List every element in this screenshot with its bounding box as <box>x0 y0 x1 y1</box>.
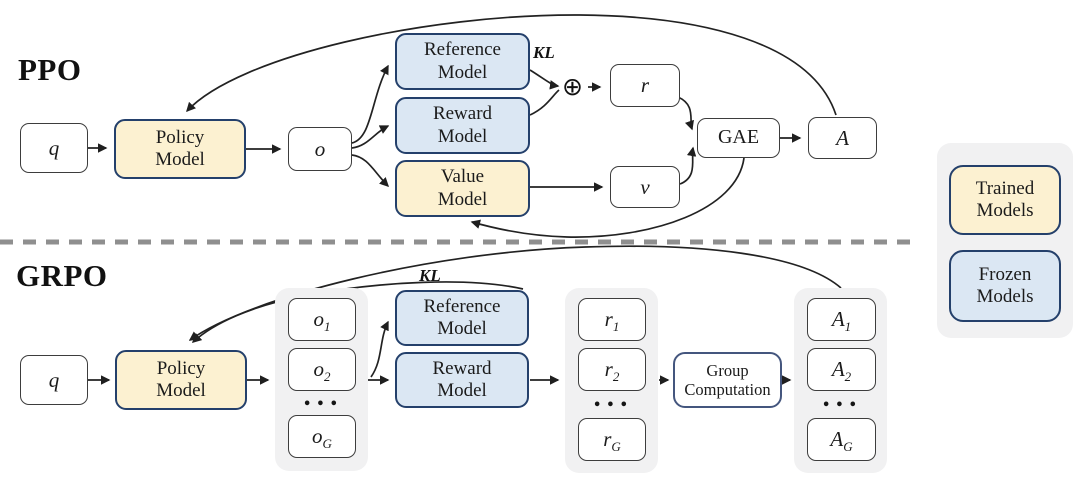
grpo-node-o1: o1 <box>288 298 356 341</box>
grpo-node-r1-label: r1 <box>604 307 620 335</box>
ppo-node-value-model-label: Value Model <box>437 166 488 210</box>
ppo-node-value-model: Value Model <box>395 160 530 217</box>
ppo-node-reference-model: Reference Model <box>395 33 530 90</box>
grpo-node-oG-label: oG <box>312 424 332 452</box>
grpo-node-r2: r2 <box>578 348 646 391</box>
grpo-arrow-ogroup-reference <box>370 320 389 378</box>
ppo-node-policy-model-label: Policy Model <box>155 126 205 170</box>
grpo-arc-agroup-policy <box>188 245 842 341</box>
grpo-node-rG: rG <box>578 418 646 461</box>
ppo-arrow-o-value <box>351 154 390 188</box>
grpo-node-oG: oG <box>288 415 356 458</box>
grpo-o-group-ellipsis: ••• <box>303 397 343 412</box>
ppo-node-reference-model-label: Reference Model <box>424 39 501 83</box>
ppo-node-o: o <box>288 127 352 171</box>
grpo-node-AG: AG <box>807 418 876 461</box>
ppo-node-reward-model-label: Reward Model <box>432 103 493 147</box>
ppo-arc-a-policy <box>186 14 837 116</box>
ppo-node-a-label: A <box>836 125 849 150</box>
grpo-node-o2: o2 <box>288 348 356 391</box>
grpo-node-A2-label: A2 <box>831 357 852 385</box>
ppo-node-gae-label: GAE <box>717 126 760 149</box>
grpo-node-reward-model: Reward Model <box>395 352 529 408</box>
legend-trained-models: Trained Models <box>949 165 1061 235</box>
grpo-node-o1-label: o1 <box>313 307 331 335</box>
grpo-title: GRPO <box>16 258 108 293</box>
ppo-arrow-v-gae <box>679 146 697 185</box>
ppo-node-v-label: v <box>640 174 650 199</box>
grpo-node-r2-label: r2 <box>604 357 620 385</box>
ppo-node-policy-model: Policy Model <box>114 119 246 179</box>
grpo-node-q: q <box>20 355 88 405</box>
grpo-node-A1-label: A1 <box>831 307 852 335</box>
grpo-node-A1: A1 <box>807 298 876 341</box>
grpo-node-q-label: q <box>48 367 60 392</box>
ppo-oplus-icon: ⊕ <box>562 72 583 101</box>
grpo-kl-label: KL <box>419 266 441 285</box>
grpo-a-group-ellipsis: ••• <box>822 398 862 413</box>
grpo-node-reward-model-label: Reward Model <box>432 357 492 401</box>
ppo-node-o-label: o <box>314 136 326 161</box>
ppo-node-v: v <box>610 166 680 208</box>
grpo-r-group-ellipsis: ••• <box>593 398 633 413</box>
ppo-arc-gae-value <box>470 157 745 238</box>
ppo-kl-label: KL <box>533 43 555 62</box>
ppo-arrow-o-reward <box>351 125 390 149</box>
grpo-node-AG-label: AG <box>830 427 853 455</box>
ppo-node-r: r <box>610 64 680 107</box>
legend-frozen-models: Frozen Models <box>949 250 1061 322</box>
ppo-node-a: A <box>808 117 877 159</box>
grpo-node-rG-label: rG <box>603 427 621 455</box>
ppo-arrow-r-gae <box>677 96 694 131</box>
grpo-node-r1: r1 <box>578 298 646 341</box>
ppo-node-gae: GAE <box>697 118 780 158</box>
legend-trained-models-label: Trained Models <box>975 177 1035 221</box>
grpo-node-group-computation: Group Computation <box>673 352 782 408</box>
ppo-arrow-reward-oplus <box>529 89 560 116</box>
grpo-node-policy-model: Policy Model <box>115 350 247 410</box>
ppo-node-q: q <box>20 123 88 173</box>
grpo-node-policy-model-label: Policy Model <box>156 357 206 401</box>
grpo-node-A2: A2 <box>807 348 876 391</box>
ppo-arrow-o-reference <box>351 64 389 144</box>
grpo-node-reference-model: Reference Model <box>395 290 529 346</box>
ppo-node-q-label: q <box>48 135 60 160</box>
legend-frozen-models-label: Frozen Models <box>976 263 1034 307</box>
grpo-node-group-computation-label: Group Computation <box>684 360 771 399</box>
ppo-title: PPO <box>18 52 82 87</box>
grpo-node-reference-model-label: Reference Model <box>423 295 501 339</box>
ppo-node-r-label: r <box>640 73 650 98</box>
ppo-arrow-reference-oplus-kl <box>529 69 560 90</box>
grpo-node-o2-label: o2 <box>313 357 331 385</box>
ppo-node-reward-model: Reward Model <box>395 97 530 154</box>
